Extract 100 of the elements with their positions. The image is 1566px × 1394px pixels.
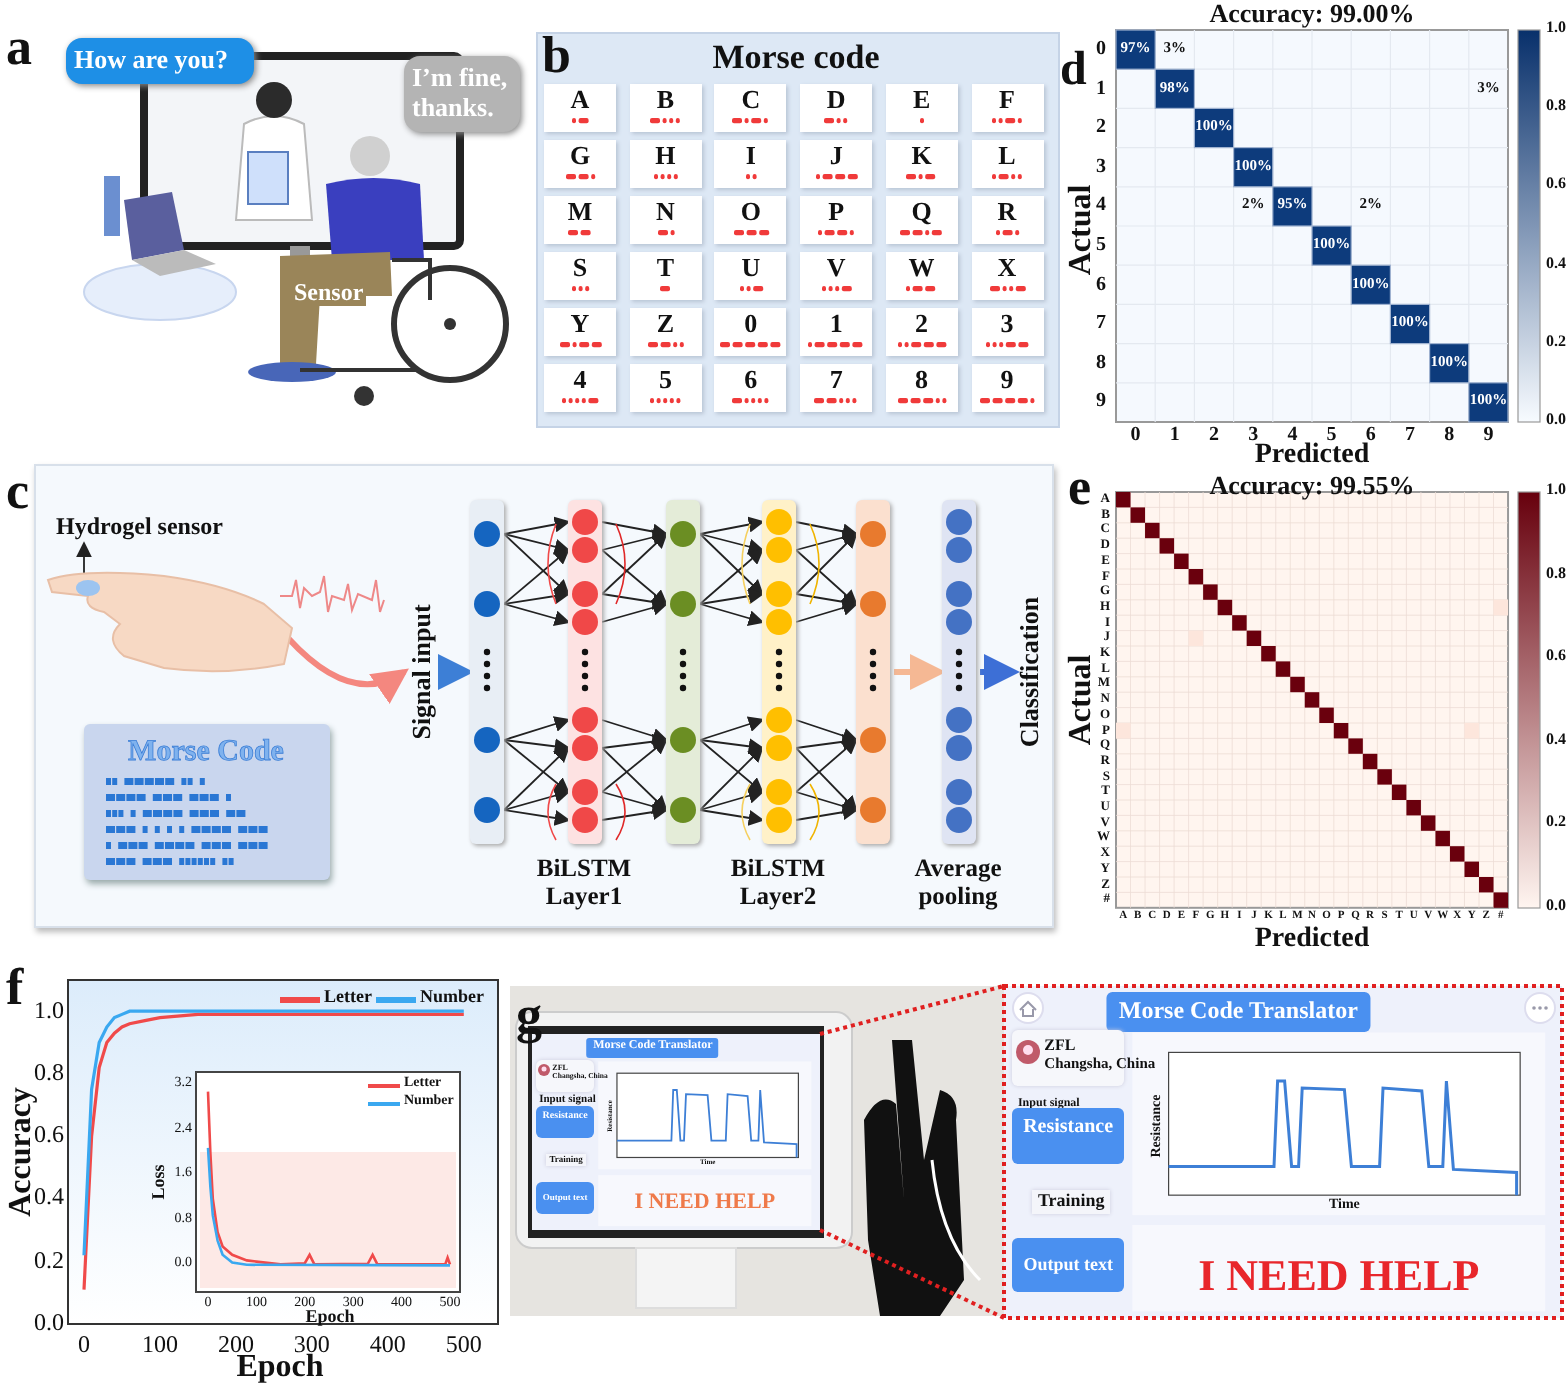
morse-character: Z — [656, 310, 675, 339]
user-name: ZFL — [1044, 1037, 1076, 1055]
axis-tick-label: 9 — [1483, 424, 1494, 446]
colorbar-tick-label: 0.0 — [1546, 898, 1566, 916]
panel-letter: b — [542, 28, 571, 86]
axis-tick-label: 7 — [1405, 424, 1415, 446]
morse-character: 7 — [829, 366, 843, 395]
morse-character: W — [908, 254, 935, 283]
axis-tick-label: 0 — [77, 1332, 90, 1359]
axis-tick-label: 3 — [1248, 424, 1259, 446]
colorbar-tick-label: 0.8 — [1546, 565, 1566, 583]
morse-character: D — [826, 86, 846, 115]
morse-character: 2 — [915, 310, 929, 339]
axis-tick-label: 5 — [1096, 234, 1106, 256]
axis-tick-label: 1 — [1096, 77, 1106, 100]
sensor-label: Hydrogel sensor — [56, 514, 223, 541]
panel-letter: d — [1060, 44, 1087, 97]
layer-caption: Average pooling — [912, 856, 1004, 911]
axis-tick-label: 2 — [1209, 424, 1219, 446]
axis-tick-label: 8 — [1444, 424, 1455, 446]
morse-character: I — [745, 142, 756, 171]
morse-character: 6 — [744, 366, 758, 395]
morse-character: V — [826, 254, 846, 283]
morse-character: C — [741, 86, 761, 115]
axis-tick-label: 0.8 — [34, 1059, 64, 1087]
layer-column — [856, 500, 890, 844]
morse-character: O — [740, 198, 761, 227]
morse-character: K — [911, 142, 932, 171]
axis-tick-label: 3 — [1096, 155, 1106, 178]
morse-character: 9 — [1000, 366, 1014, 395]
layer-column — [470, 500, 504, 844]
axis-tick-label: 4 — [1287, 424, 1298, 446]
axis-tick-label: 0 — [1096, 38, 1106, 60]
axis-tick-label: 0.6 — [34, 1122, 64, 1149]
morse-character: 3 — [1000, 310, 1014, 339]
axis-title: Predicted — [1254, 924, 1370, 955]
morse-character: E — [912, 86, 931, 115]
morse-character: P — [828, 198, 845, 227]
colorbar-tick-label: 0.4 — [1546, 731, 1566, 750]
morse-character: J — [829, 142, 843, 171]
axis-tick-label: 0.0 — [34, 1310, 64, 1337]
colorbar-tick-label: 1.0 — [1546, 482, 1566, 500]
chart-title: Accuracy: 99.55% — [1209, 472, 1415, 501]
axis-tick-label: 400 — [369, 1332, 406, 1359]
arrow-bundle — [601, 521, 669, 821]
morse-character: M — [567, 198, 593, 227]
axis-tick-label: 6 — [1096, 273, 1106, 296]
arrow-bundle — [503, 516, 571, 826]
panel-letter: c — [6, 464, 30, 522]
axis-label: Signal input — [407, 604, 437, 740]
panel-letter: e — [1068, 460, 1092, 518]
title-bar: Morse Code Translator — [1106, 992, 1370, 1031]
layer-caption: BiLSTM Layer1 — [534, 856, 634, 911]
arrow — [285, 635, 410, 703]
axis-title: Loss — [150, 1164, 170, 1200]
arrow — [438, 654, 474, 690]
axis-tick-label: 2 — [1096, 116, 1106, 139]
axis-label: Classification — [1015, 596, 1045, 748]
morse-character: R — [997, 198, 1017, 227]
morse-character: Y — [570, 310, 590, 339]
panel-letter: f — [6, 960, 24, 1018]
morse-character: Q — [911, 198, 932, 227]
arrow — [894, 654, 946, 690]
axis-tick-label: 5 — [1326, 424, 1337, 446]
morse-character: G — [569, 142, 591, 171]
axis-tick-label: 0.2 — [34, 1247, 64, 1274]
axis-tick-label: 6 — [1365, 424, 1376, 446]
axis-tick-label: 4 — [1096, 194, 1106, 217]
axis-tick-label: 1 — [1169, 424, 1180, 446]
axis-title: Epoch — [305, 1308, 355, 1328]
speech-bubble: I’m fine, thanks. — [404, 56, 520, 132]
morse-character: X — [997, 254, 1017, 283]
axis-tick-label: 9 — [1096, 390, 1106, 413]
hand-drawing — [44, 568, 296, 676]
axis-title: Actual — [1064, 184, 1099, 276]
panel-title: Morse code — [712, 40, 880, 78]
card-title: Morse Code — [128, 736, 284, 769]
morse-character: F — [999, 86, 1015, 115]
output-button: Output text — [1012, 1238, 1124, 1292]
morse-character: 5 — [658, 366, 672, 395]
output-text: I NEED HELP — [634, 1190, 776, 1215]
morse-character: H — [655, 142, 676, 171]
arrow-bundle — [795, 521, 859, 821]
axis-tick-label: 7 — [1096, 312, 1106, 335]
legend-label: Letter — [324, 988, 372, 1008]
colorbar-tick-label: 1.0 — [1546, 20, 1566, 38]
axis-tick-label: 100 — [141, 1332, 178, 1359]
morse-character: S — [572, 254, 588, 283]
panel-letter: a — [6, 20, 32, 78]
layer-caption: BiLSTM Layer2 — [728, 856, 828, 911]
colorbar-tick-label: 0.4 — [1546, 255, 1566, 273]
chart-title: Accuracy: 99.00% — [1209, 0, 1415, 29]
colorbar-tick-label: 0.8 — [1546, 98, 1566, 116]
axis-tick-label: 8 — [1096, 351, 1106, 374]
body-part-label: Sensor — [292, 280, 366, 307]
morse-character: L — [998, 142, 1016, 171]
output-text: I NEED HELP — [1198, 1251, 1480, 1300]
colorbar-tick-label: 0.2 — [1546, 333, 1566, 352]
axis-tick-label: 1.0 — [34, 997, 64, 1024]
colorbar-tick-label: 0.0 — [1546, 412, 1566, 430]
